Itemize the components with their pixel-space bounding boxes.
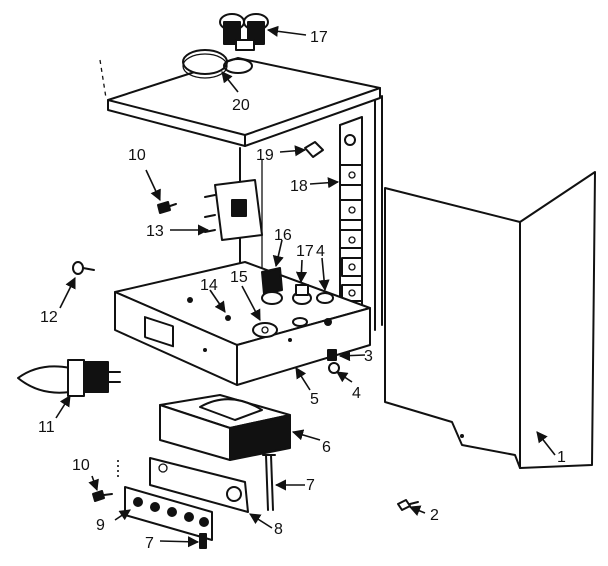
control-knobs [219, 13, 269, 51]
screw-10-lower [92, 490, 113, 502]
callout-labels: 17 20 19 10 18 13 16 17 4 15 14 12 3 4 5… [38, 29, 566, 552]
screw-10-upper [157, 201, 177, 214]
relay-switch [204, 179, 263, 241]
base-components [252, 267, 334, 338]
callout-10-upper: 10 [128, 147, 146, 164]
callout-20: 20 [232, 97, 250, 114]
screw-3-nut-4 [327, 349, 340, 374]
callout-7-upper: 7 [306, 477, 315, 494]
grommet [72, 261, 95, 275]
small-screw-7 [199, 533, 207, 549]
callout-16: 16 [274, 227, 292, 244]
power-cord-plug [17, 359, 121, 397]
transformer [159, 394, 291, 461]
callout-6: 6 [322, 439, 331, 456]
callout-13: 13 [146, 223, 164, 240]
screw-2 [397, 499, 419, 511]
callout-1: 1 [557, 449, 566, 466]
callout-5: 5 [310, 391, 319, 408]
callout-19: 19 [256, 147, 274, 164]
callout-2: 2 [430, 507, 439, 524]
terminal-strip [339, 134, 363, 302]
mounting-bracket [149, 457, 249, 513]
callout-4-base: 4 [316, 243, 325, 260]
screw-19 [304, 141, 324, 158]
callout-11: 11 [38, 419, 55, 436]
callout-9: 9 [96, 517, 105, 534]
callout-14: 14 [200, 277, 218, 294]
callout-7-lower: 7 [145, 535, 154, 552]
terminal-block [124, 486, 213, 541]
callout-8: 8 [274, 521, 283, 538]
long-bolt [262, 454, 276, 511]
callout-4: 4 [352, 385, 361, 402]
callout-12: 12 [40, 309, 58, 326]
dial [182, 49, 253, 79]
callout-10-lower: 10 [72, 457, 90, 474]
callout-17-top: 17 [310, 29, 328, 46]
callout-17-base: 17 [296, 243, 314, 260]
callout-3: 3 [364, 348, 373, 365]
leader-lines [55, 25, 556, 548]
cover-panel [384, 171, 596, 469]
callout-18: 18 [290, 178, 308, 195]
callout-15: 15 [230, 269, 248, 286]
